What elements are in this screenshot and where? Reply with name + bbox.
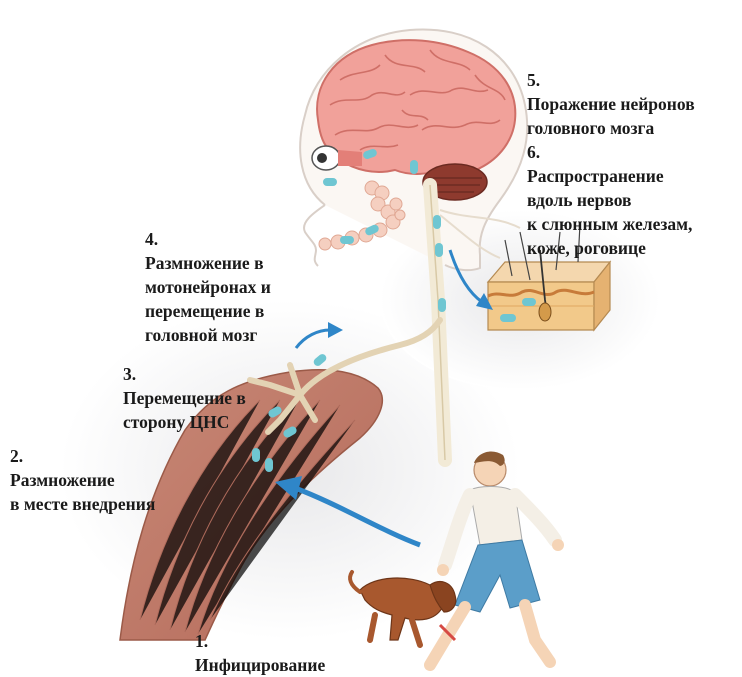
cerebellum-folds	[428, 177, 482, 193]
step-6-text: Распространение вдоль нервов к слюнным ж…	[527, 166, 693, 258]
step-1-number: 1.	[195, 631, 209, 651]
step-5-label: 5. Поражение нейронов головного мозга	[527, 44, 695, 140]
spinal-cord-outline	[429, 184, 446, 461]
skin-section	[486, 223, 612, 332]
neuron	[247, 317, 443, 435]
brain-folds	[329, 49, 506, 151]
step-4-number: 4.	[145, 229, 159, 249]
arrow-to-skin	[448, 249, 493, 310]
big-arrow	[275, 476, 421, 548]
brain	[316, 39, 517, 175]
step-5-text: Поражение нейронов головного мозга	[527, 94, 695, 138]
step-1-text: Инфицирование	[195, 655, 326, 675]
nerve-branches	[439, 209, 521, 259]
step-3-text: Перемещение в сторону ЦНС	[123, 388, 246, 432]
step-4-label: 4. Размножение в мотонейронах и перемеще…	[145, 203, 271, 347]
step-5-number: 5.	[527, 70, 541, 90]
dog	[348, 570, 457, 648]
step-3-label: 3. Перемещение в сторону ЦНС	[123, 338, 246, 434]
step-2-number: 2.	[10, 446, 24, 466]
step-1-label: 1. Инфицирование	[195, 605, 325, 677]
step-6-number: 6.	[527, 142, 541, 162]
arrow-to-cns	[294, 322, 343, 349]
bitten-man	[424, 451, 564, 671]
muscle-fibers	[139, 397, 356, 635]
eye-pupil	[317, 153, 327, 163]
step-3-number: 3.	[123, 364, 137, 384]
step-2-text: Размножение в месте внедрения	[10, 470, 156, 514]
face-outline	[303, 204, 326, 267]
cerebellum	[422, 163, 488, 201]
optic-nerve	[338, 150, 362, 166]
step-2-label: 2. Размножение в месте внедрения	[10, 420, 155, 516]
virus-particles	[252, 148, 536, 472]
step-4-text: Размножение в мотонейронах и перемещение…	[145, 253, 271, 345]
step-6-label: 6. Распространение вдоль нервов к слюнны…	[527, 116, 692, 260]
